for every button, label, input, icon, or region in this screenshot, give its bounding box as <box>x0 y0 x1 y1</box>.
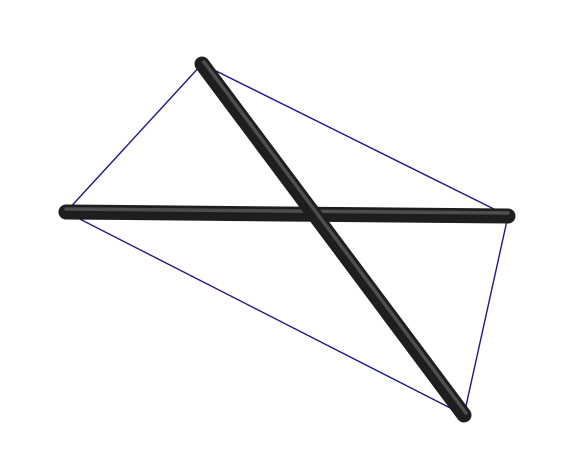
diagonals <box>58 56 516 423</box>
diagonal-top-bottom-highlight <box>202 60 468 415</box>
edge-left-top <box>65 63 203 213</box>
diagonal-left-right-body <box>58 204 516 224</box>
diagonal-left-right <box>58 204 516 224</box>
edge-right-bottom <box>463 215 509 416</box>
diagonal-top-bottom <box>194 56 472 423</box>
quadrilateral-edges <box>65 63 509 416</box>
diagonal-left-right-highlight <box>64 207 510 215</box>
edge-top-right <box>201 63 509 217</box>
edge-bottom-left <box>65 211 465 416</box>
diagonal-top-bottom-body <box>194 56 472 423</box>
